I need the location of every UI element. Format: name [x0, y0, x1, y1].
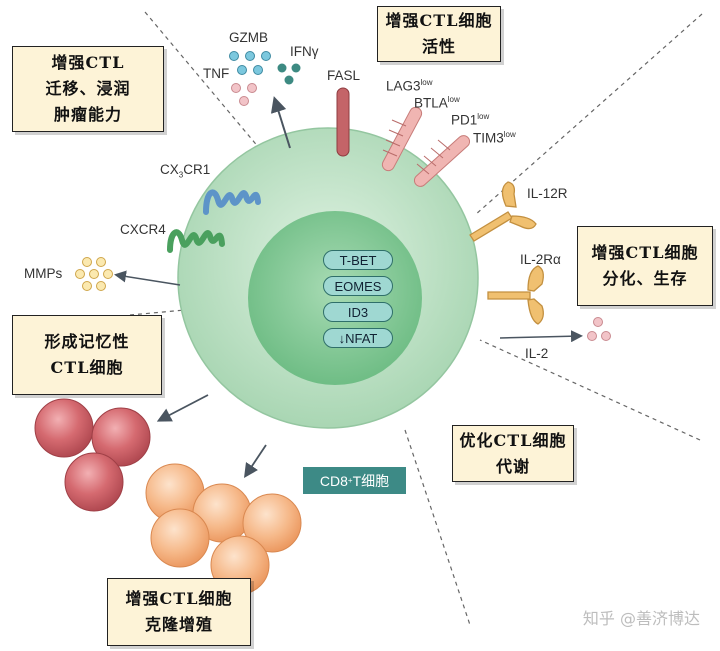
box-memory: 形成记忆性 CTL细胞	[12, 315, 162, 395]
proliferation-arrow	[244, 444, 267, 478]
label-cx3cr1: CX3CR1	[160, 162, 211, 180]
tf-eomes: EOMES	[323, 276, 393, 296]
label-ifng: IFNγ	[290, 44, 319, 59]
divider-top-left	[144, 11, 266, 156]
cell-nucleus	[248, 211, 422, 385]
label-il2: IL-2	[525, 346, 549, 361]
box-differentiation: 增强CTL细胞 分化、生存	[577, 226, 713, 306]
tf-id3: ID3	[323, 302, 393, 322]
sector-dividers	[129, 11, 703, 626]
divider-left	[129, 309, 186, 316]
label-btla: BTLAlow	[414, 95, 460, 111]
label-gzmb: GZMB	[229, 30, 268, 45]
label-pd1: PD1low	[451, 112, 490, 128]
divider-bottom	[404, 429, 471, 626]
cx3cr1-receptor	[203, 189, 261, 215]
divider-top-right	[474, 13, 703, 216]
label-cxcr4: CXCR4	[120, 222, 166, 237]
memory-arrow	[156, 394, 209, 422]
fasl-receptor	[336, 87, 350, 157]
il2ra-receptor	[487, 265, 544, 325]
box-migration: 增强CTL 迁移、浸润 肿瘤能力	[12, 46, 164, 132]
label-il2ra: IL-2Rα	[520, 252, 561, 267]
tf-tbet: T-BET	[323, 250, 393, 270]
box-proliferation: 增强CTL细胞 克隆增殖	[107, 578, 251, 646]
mmps-arrow	[114, 270, 181, 286]
label-il12r: IL-12R	[527, 186, 568, 201]
label-tnf: TNF	[203, 66, 230, 81]
lag3-btla-receptor	[381, 106, 423, 172]
label-mmps: MMPs	[24, 266, 63, 281]
il12r-receptor	[469, 181, 537, 242]
il2-granules	[587, 317, 611, 341]
label-lag3: LAG3low	[386, 78, 433, 94]
box-activity: 增强CTL细胞 活性	[377, 6, 501, 62]
watermark: 知乎 @善济博达	[582, 609, 700, 628]
tf-nfat: ↓NFAT	[323, 328, 393, 348]
inhibitory-stripes	[382, 119, 451, 175]
cxcr4-receptor	[167, 229, 225, 253]
label-tim3: TIM3low	[473, 130, 516, 146]
secretion-arrow	[270, 96, 291, 149]
cell-name-label: CD8+T细胞	[303, 467, 406, 494]
proliferating-cells	[145, 463, 302, 595]
memory-cells	[34, 398, 151, 512]
divider-right	[479, 339, 701, 441]
box-metabolism: 优化CTL细胞 代谢	[452, 425, 574, 482]
mmps-granules	[75, 257, 113, 291]
il2-arrow	[499, 330, 583, 343]
cytokine-granules	[229, 51, 301, 106]
label-fasl: FASL	[327, 68, 361, 83]
